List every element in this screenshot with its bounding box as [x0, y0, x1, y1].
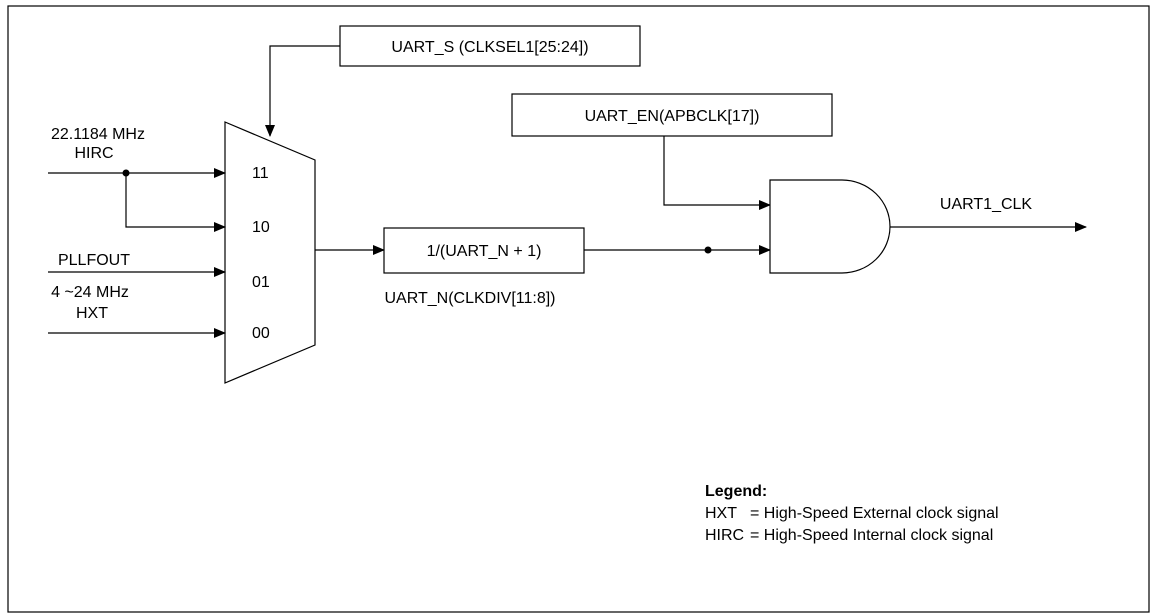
legend-hxt-desc: = High-Speed External clock signal: [750, 505, 999, 522]
mux-input-00: 00: [252, 325, 270, 342]
hxt-name-label: HXT: [76, 305, 108, 322]
selector-label: UART_S (CLKSEL1[25:24]): [391, 39, 588, 56]
mux-input-10: 10: [252, 219, 270, 236]
mux-input-01: 01: [252, 274, 270, 291]
hxt-frequency-label: 4 ~24 MHz: [51, 284, 129, 301]
mux-input-11: 11: [252, 165, 269, 182]
hirc-to-10-wire: [125, 173, 226, 232]
and-gate: [769, 179, 891, 274]
legend-title: Legend:: [705, 483, 767, 500]
pllfout-label: PLLFOUT: [58, 252, 130, 269]
diagram-frame: [7, 5, 1150, 613]
enable-to-gate-wire: [663, 136, 771, 210]
divider-caption: UART_N(CLKDIV[11:8]): [384, 290, 555, 307]
legend-hirc-abbr: HIRC: [705, 527, 744, 544]
hirc-frequency-label: 22.1184 MHz: [51, 126, 145, 143]
divider-box: [383, 227, 585, 274]
selector-box: [339, 25, 641, 67]
legend-hirc-desc: = High-Speed Internal clock signal: [750, 527, 993, 544]
enable-label: UART_EN(APBCLK[17]): [585, 108, 760, 125]
divider-label: 1/(UART_N + 1): [427, 243, 542, 260]
divider-junction-dot: [704, 246, 712, 254]
legend-hxt-abbr: HXT: [705, 505, 737, 522]
hirc-junction-dot: [122, 169, 130, 177]
hirc-name-label: HIRC: [74, 145, 113, 162]
enable-box: [511, 93, 833, 137]
selector-to-mux-wire: [265, 45, 340, 137]
clock-mux: [224, 121, 316, 384]
output-label: UART1_CLK: [940, 196, 1033, 213]
